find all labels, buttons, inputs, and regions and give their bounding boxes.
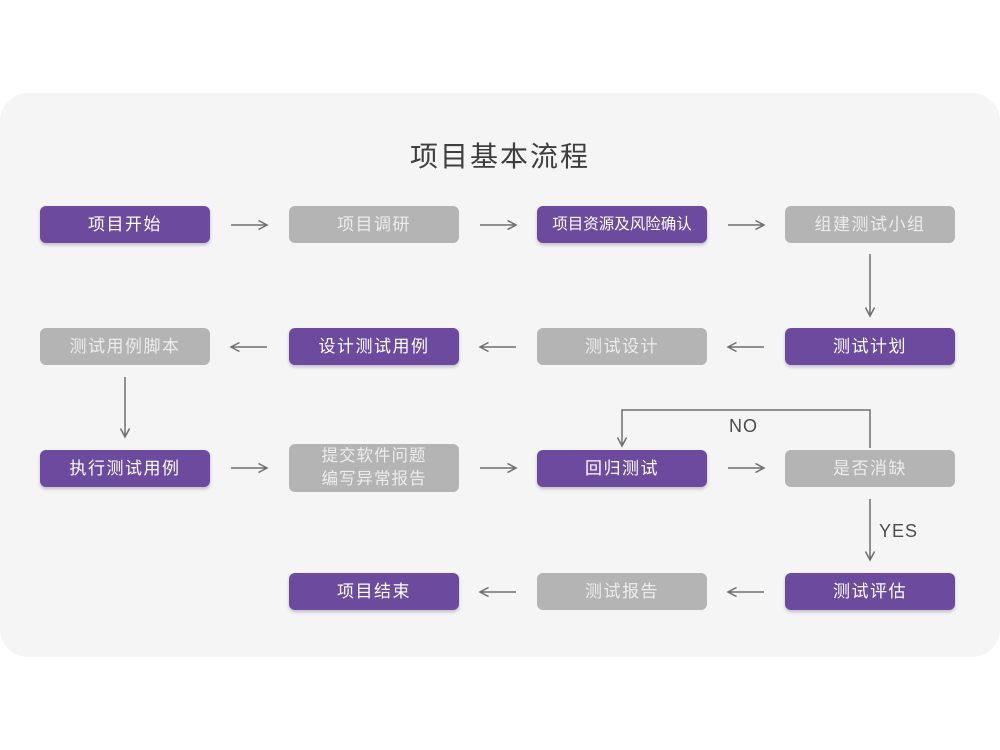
node-design-test-cases: 设计测试用例: [289, 328, 459, 365]
diagram-title: 项目基本流程: [409, 141, 590, 172]
node-test-evaluation: 测试评估: [785, 573, 955, 610]
edge-label-yes: YES: [879, 521, 919, 541]
node-project-research: 项目调研: [289, 206, 459, 243]
node-build-test-team: 组建测试小组: [785, 206, 955, 243]
edge-label-no: NO: [729, 416, 758, 436]
node-project-start: 项目开始: [40, 206, 210, 243]
node-test-plan: 测试计划: [785, 328, 955, 365]
flowchart-card: [0, 93, 1000, 657]
node-resource-risk-confirm: 项目资源及风险确认: [537, 206, 707, 243]
node-test-design: 测试设计: [537, 328, 707, 365]
node-project-end: 项目结束: [289, 573, 459, 610]
node-submit-issue-report: 提交软件问题 编写异常报告: [289, 444, 459, 492]
node-test-case-script: 测试用例脚本: [40, 328, 210, 365]
node-execute-test-cases: 执行测试用例: [40, 450, 210, 487]
node-regression-test: 回归测试: [537, 450, 707, 487]
node-defect-resolved: 是否消缺: [785, 450, 955, 487]
node-test-report: 测试报告: [537, 573, 707, 610]
